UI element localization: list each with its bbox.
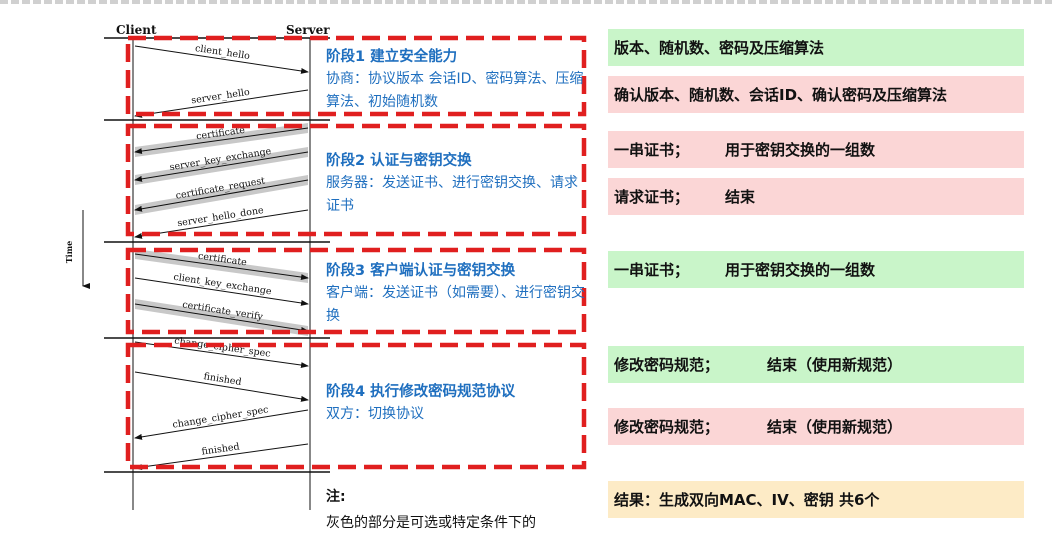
message-arrow (134, 371, 309, 402)
explain-row: 结果：生成双向MAC、IV、密钥 共6个 (608, 481, 1024, 518)
note-text: 灰色的部分是可选或特定条件下的 (326, 515, 536, 531)
message-arrow (134, 45, 309, 74)
message-label: finished (203, 371, 242, 388)
explain-row-text: 修改密码规范； (614, 356, 720, 374)
explain-row-text: 请求证书； (614, 188, 690, 206)
client-header: Client (116, 23, 157, 37)
phase3-title: 阶段3 客户端认证与密钥交换 (326, 263, 516, 279)
message-arrow (134, 127, 309, 155)
explain-row-text-secondary: 结束 (725, 188, 756, 206)
explain-row-text: 修改密码规范； (614, 418, 720, 436)
phase1-title: 阶段1 建立安全能力 (326, 49, 458, 65)
message-label: change_cipher_spec (172, 404, 270, 430)
message-arrow (134, 179, 309, 212)
explain-row-text-secondary: 结束（使用新规范） (767, 356, 903, 374)
explain-row-text: 一串证书； (614, 261, 690, 279)
explain-row-text: 版本、随机数、密码及压缩算法 (614, 39, 825, 57)
phase3-box (125, 247, 587, 335)
server-header: Server (286, 23, 330, 37)
explain-row: 请求证书； 结束 (608, 178, 1024, 215)
message-arrow (134, 209, 309, 239)
message-label: finished (201, 441, 240, 457)
phase2-title: 阶段2 认证与密钥交换 (326, 153, 472, 169)
phase4-title: 阶段4 执行修改密码规范协议 (326, 384, 516, 400)
explain-row-text-secondary: 用于密钥交换的一组数 (725, 141, 876, 159)
phase1-box (125, 35, 587, 117)
phase4-desc: 双方：切换协议 (326, 406, 424, 422)
message-arrow (134, 409, 309, 440)
message-group: client_helloserver_hellocertificateserve… (134, 43, 309, 471)
message-arrow (134, 151, 309, 182)
explain-row: 修改密码规范； 结束（使用新规范） (608, 408, 1024, 445)
explain-row-text: 确认版本、随机数、会话ID、确认密码及压缩算法 (614, 86, 948, 104)
message-label: change_cipher_spec (174, 335, 272, 359)
explain-row-text-secondary: 用于密钥交换的一组数 (725, 261, 876, 279)
phase3-desc: 客户端：发送证书（如需要）、进行密钥交换 (326, 285, 585, 324)
handshake-sequence-diagram: Client Server Time client_helloserver_he… (64, 23, 587, 510)
explain-row-text-secondary: 结束（使用新规范） (767, 418, 903, 436)
message-arrow (134, 253, 309, 281)
phase2-box (125, 123, 587, 237)
phase4-box (125, 342, 587, 470)
top-dashed-border (0, 0, 1052, 4)
explain-row: 一串证书； 用于密钥交换的一组数 (608, 131, 1024, 168)
explain-row-text: 一串证书； (614, 141, 690, 159)
message-label: server_hello_done (177, 205, 265, 229)
explain-row-text: 结果：生成双向MAC、IV、密钥 共6个 (614, 491, 880, 509)
note-title: 注: (326, 489, 346, 505)
phase2-desc: 服务器：发送证书、进行密钥交换、请求证书 (326, 175, 578, 214)
explain-row: 确认版本、随机数、会话ID、确认密码及压缩算法 (608, 76, 1024, 113)
time-label: Time (64, 241, 74, 264)
message-arrow (134, 303, 309, 333)
phase1-desc: 协商：协议版本 会话ID、密码算法、压缩算法、初始随机数 (326, 71, 584, 110)
message-arrow (134, 443, 309, 471)
explain-row: 一串证书； 用于密钥交换的一组数 (608, 251, 1024, 288)
message-arrow (134, 89, 309, 118)
explain-row: 修改密码规范； 结束（使用新规范） (608, 346, 1024, 383)
message-arrow (134, 277, 309, 306)
explain-row: 版本、随机数、密码及压缩算法 (608, 29, 1024, 66)
